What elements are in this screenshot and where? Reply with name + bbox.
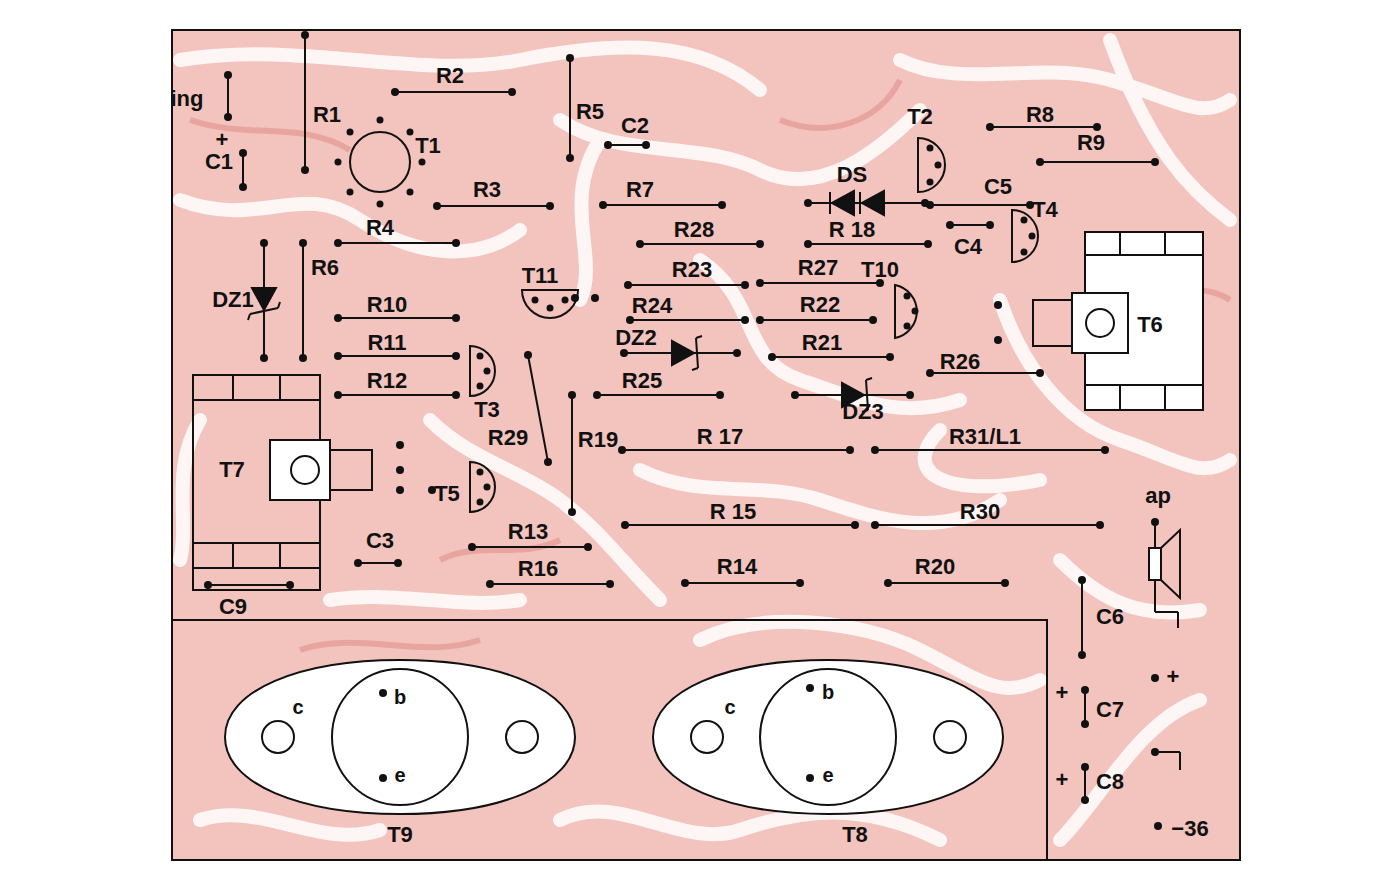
part-label: R13 xyxy=(508,521,548,543)
part-label: R29 xyxy=(488,427,528,449)
part-label: T3 xyxy=(474,399,500,421)
part-label: R7 xyxy=(626,179,654,201)
part-label: T4 xyxy=(1032,199,1058,221)
part-label: R9 xyxy=(1077,132,1105,154)
part-label: R4 xyxy=(366,217,394,239)
part-name: T6 xyxy=(1137,314,1163,336)
part-label: C1 xyxy=(205,151,233,173)
part-label: R14 xyxy=(717,556,757,578)
part-label: + xyxy=(216,129,229,151)
part-label: DZ1 xyxy=(212,289,254,311)
component-outline: T6 xyxy=(1085,232,1203,410)
track-pattern-dark xyxy=(190,80,1230,650)
component-outline: T7 xyxy=(193,375,320,590)
part-label: R5 xyxy=(576,101,604,123)
part-label: C7 xyxy=(1096,699,1124,721)
part-label: + xyxy=(1167,666,1180,688)
transistor-outline xyxy=(350,132,410,192)
pin-name: e xyxy=(822,765,833,785)
part-label: R1 xyxy=(313,104,341,126)
part-label: + xyxy=(1056,682,1069,704)
part-label: C3 xyxy=(366,530,394,552)
part-name: T8 xyxy=(842,824,868,846)
zener-symbol xyxy=(672,336,702,370)
pin-name: e xyxy=(394,765,405,785)
pin-name: c xyxy=(724,697,735,717)
part-label: R19 xyxy=(578,429,618,451)
part-label: DZ3 xyxy=(842,401,884,423)
part-label: R27 xyxy=(798,257,838,279)
part-label: R6 xyxy=(311,257,339,279)
to3-pins xyxy=(379,684,814,782)
part-label: R 15 xyxy=(710,501,756,523)
part-label: T10 xyxy=(861,259,899,281)
part-label: C6 xyxy=(1096,606,1124,628)
part-label: R25 xyxy=(622,370,662,392)
part-name: T7 xyxy=(219,459,245,481)
diode-symbol xyxy=(830,191,884,215)
part-label: C9 xyxy=(219,596,247,618)
part-label: R31/L1 xyxy=(949,426,1021,448)
part-label: DZ2 xyxy=(615,327,657,349)
part-label: R10 xyxy=(367,294,407,316)
board xyxy=(172,30,1240,860)
part-label: R24 xyxy=(632,295,672,317)
part-label: R22 xyxy=(800,294,840,316)
pads xyxy=(396,294,1162,830)
part-label: T2 xyxy=(907,106,933,128)
pin-name: b xyxy=(394,687,406,707)
part-label: C4 xyxy=(954,236,982,258)
track-pattern xyxy=(180,40,1230,840)
pin-name: c xyxy=(292,697,303,717)
part-label: R21 xyxy=(802,332,842,354)
part-label: R23 xyxy=(672,259,712,281)
part-label: T11 xyxy=(522,265,559,287)
pin-name: b xyxy=(822,682,834,702)
part-label: R8 xyxy=(1026,104,1054,126)
part-label: ing xyxy=(171,88,204,110)
part-label: T5 xyxy=(434,483,460,505)
part-label: R12 xyxy=(367,370,407,392)
part-label: C5 xyxy=(984,176,1012,198)
part-name: T9 xyxy=(387,824,413,846)
part-label: R20 xyxy=(915,556,955,578)
part-label: T1 xyxy=(415,135,441,157)
part-label: R28 xyxy=(674,219,714,241)
transistor-pins xyxy=(335,117,426,208)
heatsink-area xyxy=(172,620,1047,860)
part-label: DS xyxy=(837,164,868,186)
part-label: ap xyxy=(1145,485,1171,507)
part-label: C8 xyxy=(1096,771,1124,793)
transistor-pins xyxy=(477,145,1036,506)
power-transistor-outline xyxy=(193,375,372,590)
part-label: R26 xyxy=(940,351,980,373)
part-label: + xyxy=(1056,769,1069,791)
part-label: R2 xyxy=(436,65,464,87)
transistor-outline xyxy=(470,138,1038,512)
part-label: R30 xyxy=(960,501,1000,523)
part-label: R16 xyxy=(518,558,558,580)
part-label: C2 xyxy=(621,115,649,137)
board-frame xyxy=(172,30,1240,860)
speaker-symbol xyxy=(1149,522,1180,770)
part-label: R11 xyxy=(367,332,406,354)
to3-outline xyxy=(225,660,1003,814)
part-label: R 17 xyxy=(697,426,743,448)
part-label: −36 xyxy=(1171,818,1208,840)
component-outline: c b eT8 xyxy=(648,650,1013,855)
part-label: R 18 xyxy=(829,219,875,241)
component-outline: c b eT9 xyxy=(215,650,580,855)
part-label: R3 xyxy=(473,179,501,201)
power-transistor-outline xyxy=(1033,232,1203,410)
